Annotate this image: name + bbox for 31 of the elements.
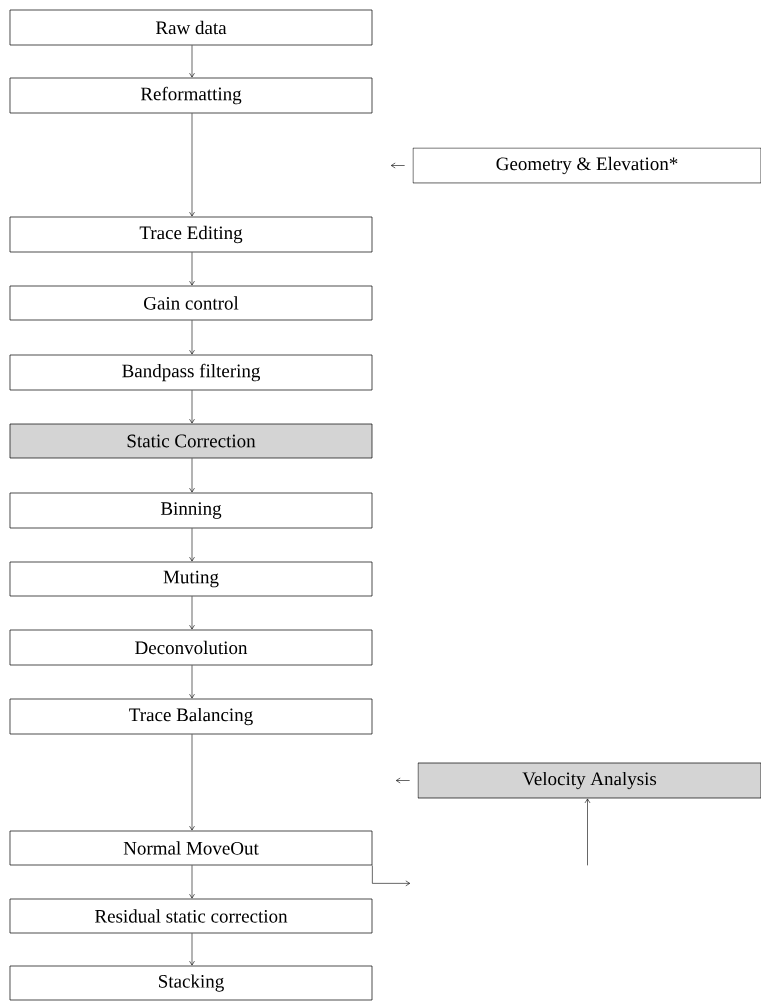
process-box: Geometry & Elevation*: [412, 147, 761, 184]
process-box: Stacking: [9, 965, 373, 1001]
process-box: Muting: [9, 561, 373, 597]
arrow: [189, 865, 195, 899]
arrow: [189, 390, 195, 424]
process-box: Normal MoveOut: [9, 830, 373, 866]
highlighted-process-box: Velocity Analysis: [417, 762, 761, 799]
process-box: Reformatting: [9, 77, 373, 114]
process-box: Bandpass filtering: [9, 354, 373, 391]
process-box: Binning: [9, 492, 373, 529]
process-box: Raw data: [9, 9, 373, 46]
process-box: Residual static correction: [9, 898, 373, 934]
arrow: [189, 933, 195, 966]
arrow: [390, 162, 405, 169]
arrow: [189, 320, 195, 355]
arrow: [189, 596, 195, 630]
arrow: [584, 798, 591, 866]
arrow: [189, 665, 195, 699]
process-box: Gain control: [9, 285, 373, 321]
arrow: [395, 777, 410, 784]
process-box: Deconvolution: [9, 629, 373, 666]
arrow: [189, 45, 195, 78]
arrow: [189, 734, 195, 831]
process-box: Trace Editing: [9, 216, 373, 253]
arrow: [372, 865, 411, 887]
arrow: [189, 528, 195, 562]
arrow: [189, 113, 195, 217]
arrow: [189, 252, 195, 286]
highlighted-process-box: Static Correction: [9, 423, 373, 459]
arrow: [189, 458, 195, 493]
process-box: Trace Balancing: [9, 698, 373, 735]
